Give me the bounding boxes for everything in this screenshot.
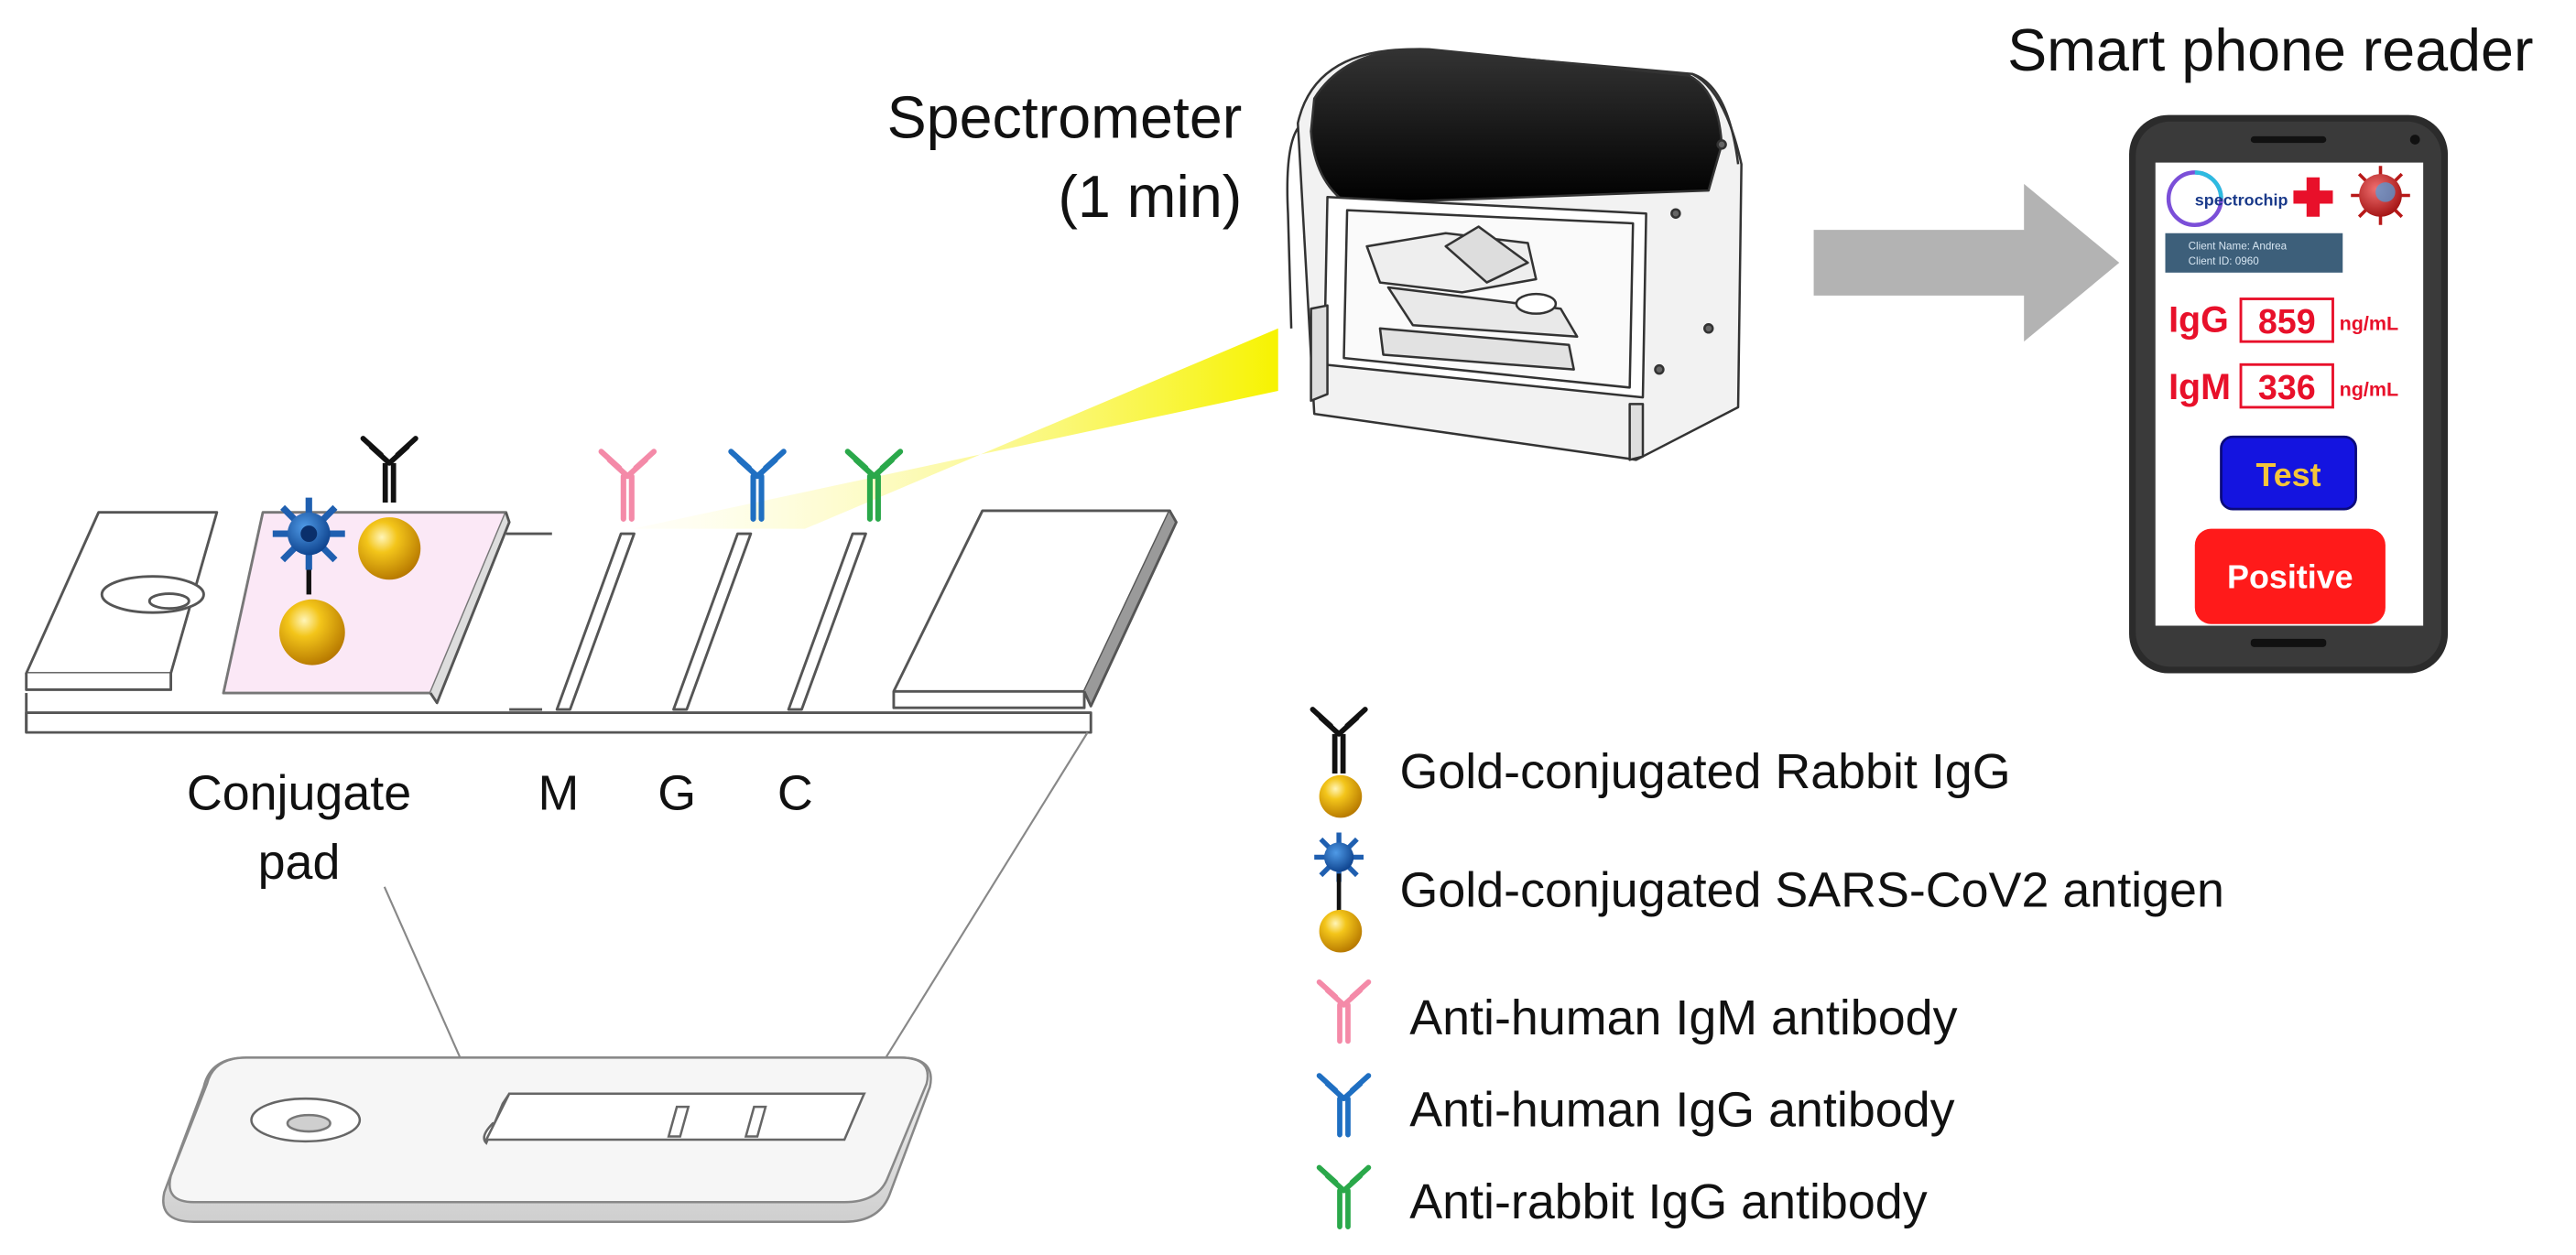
- rabbit-igg-on-pad: [363, 438, 415, 503]
- brand-name: spectrochip: [2195, 190, 2288, 209]
- client-info-panel: [2165, 233, 2343, 273]
- legend-label-2: Gold-conjugated SARS-CoV2 antigen: [1399, 862, 2223, 917]
- spectrometer-dark-cover: [1310, 48, 1723, 205]
- igg-label: IgG: [2168, 299, 2229, 340]
- pink-antibody-icon: [1316, 979, 1372, 1044]
- virus-icon: [2351, 166, 2410, 225]
- line-c-slot: [787, 532, 867, 711]
- conjugate-pad-label-2: pad: [258, 835, 341, 890]
- line-c-label: C: [777, 765, 813, 820]
- igm-unit: ng/mL: [2340, 378, 2399, 400]
- phone-screen: spectrochip Client Name: Andrea Client I…: [2165, 166, 2410, 624]
- igm-value: 336: [2258, 368, 2316, 406]
- igg-value: 859: [2258, 302, 2316, 341]
- igm-label: IgM: [2168, 367, 2231, 407]
- gold-antigen-icon: [1314, 832, 1364, 953]
- test-button-label: Test: [2255, 457, 2321, 493]
- igg-capture-antibody: [728, 449, 787, 522]
- legend-label-5: Anti-rabbit IgG antibody: [1409, 1174, 1927, 1229]
- legend-label-4: Anti-human IgG antibody: [1409, 1083, 1954, 1138]
- spectrometer-device: [1286, 48, 1743, 461]
- rabbit-capture-antibody: [844, 449, 904, 522]
- reader-title: Smart phone reader: [2007, 17, 2533, 83]
- legend: Gold-conjugated Rabbit IgG Gold-conjugat…: [1312, 709, 2224, 1229]
- igg-value-box: [2239, 298, 2334, 343]
- spectrometer-time: (1 min): [1058, 164, 1242, 230]
- line-m-slot: [555, 532, 636, 711]
- light-beam: [632, 328, 1278, 529]
- result-button[interactable]: [2194, 528, 2386, 624]
- blue-antibody-icon: [1316, 1073, 1372, 1138]
- gold-rabbit-igg-icon: [1312, 709, 1364, 818]
- sample-well: [100, 575, 205, 614]
- line-m-label: M: [538, 765, 580, 820]
- data-flow-arrow: [1813, 183, 2120, 342]
- igg-unit: ng/mL: [2340, 313, 2399, 335]
- legend-label-1: Gold-conjugated Rabbit IgG: [1399, 744, 2010, 799]
- green-antibody-icon: [1316, 1164, 1372, 1229]
- red-cross-icon: [2293, 177, 2333, 217]
- spectrometer-label: Spectrometer: [887, 85, 1243, 151]
- legend-label-3: Anti-human IgM antibody: [1409, 990, 1957, 1045]
- conjugate-pad-label: Conjugate: [187, 765, 411, 820]
- result-button-label: Positive: [2227, 558, 2353, 595]
- conjugate-particles: [272, 438, 421, 665]
- virus-particle: [272, 497, 345, 570]
- igm-capture-antibody: [598, 449, 658, 522]
- test-strip: [25, 509, 1178, 734]
- test-cassette: [162, 1056, 932, 1223]
- line-g-label: G: [658, 765, 696, 820]
- test-button[interactable]: [2220, 435, 2357, 511]
- client-name: Client Name: Andrea: [2189, 241, 2288, 253]
- line-g-slot: [672, 532, 753, 711]
- client-id: Client ID: 0960: [2189, 255, 2260, 267]
- igm-value-box: [2239, 362, 2334, 409]
